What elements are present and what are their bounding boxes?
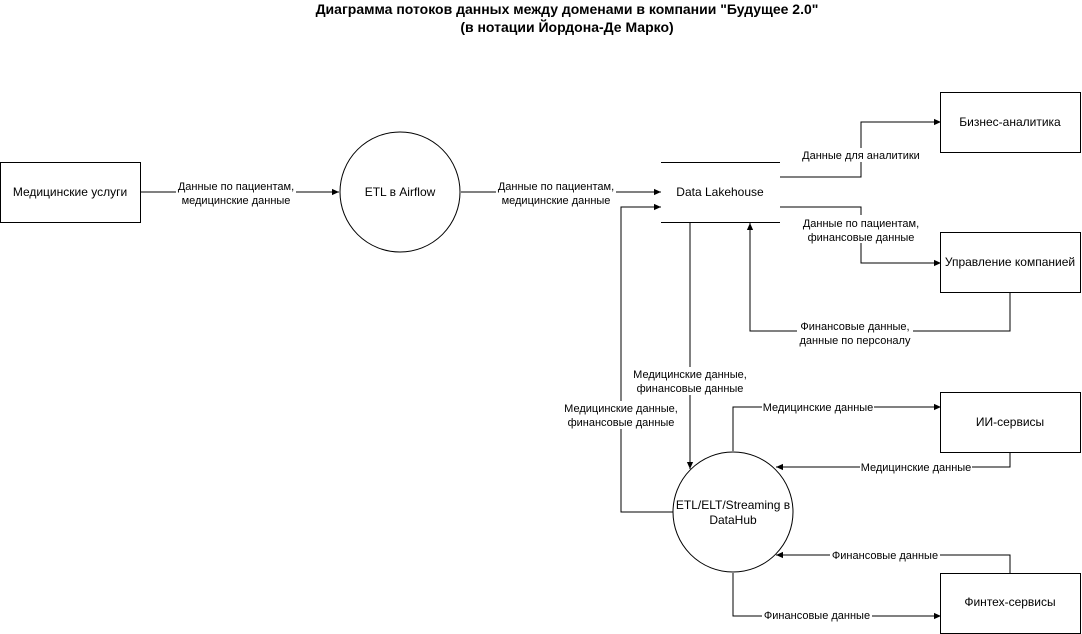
flow-label-datahub-to-fintech: Финансовые данные <box>764 610 870 622</box>
flow-label-lakehouse-to-bi: Данные для аналитики <box>802 150 920 162</box>
flow-label-fintech-to-datahub: Финансовые данные <box>832 550 938 562</box>
flow-label-management-to-lakehouse-1: Финансовые данные, <box>800 321 909 333</box>
entity-ai-services-label: ИИ-сервисы <box>976 415 1044 429</box>
flow-label-datahub-to-lakehouse-1: Медицинские данные, <box>564 403 678 415</box>
entity-company-management[interactable]: Управление компанией <box>940 232 1081 293</box>
diagram-title: Диаграмма потоков данных между доменами … <box>316 1 819 17</box>
entity-business-analytics[interactable]: Бизнес-аналитика <box>940 92 1081 153</box>
process-datahub[interactable]: ETL/ELT/Streaming в DataHub <box>672 451 794 573</box>
process-datahub-label-line1: ETL/ELT/Streaming в <box>676 498 790 512</box>
flow-label-etl-to-lakehouse-1: Данные по пациентам, <box>498 181 614 193</box>
process-datahub-label-line2: DataHub <box>709 513 757 527</box>
entity-medical-services-label: Медицинские услуги <box>13 185 127 199</box>
flow-label-management-to-lakehouse-2: данные по персоналу <box>800 335 911 347</box>
store-data-lakehouse-label: Data Lakehouse <box>676 185 764 199</box>
flow-label-lakehouse-to-datahub-1: Медицинские данные, <box>633 369 747 381</box>
entity-ai-services[interactable]: ИИ-сервисы <box>940 392 1081 453</box>
store-data-lakehouse[interactable]: Data Lakehouse <box>661 162 780 223</box>
flow-ai-to-datahub[interactable] <box>776 453 1011 471</box>
process-etl-airflow[interactable]: ETL в Airflow <box>339 131 461 253</box>
entity-medical-services[interactable]: Медицинские услуги <box>0 162 141 223</box>
flow-label-medical-to-etl-1: Данные по пациентам, <box>178 181 294 193</box>
entity-fintech-services[interactable]: Финтех-сервисы <box>940 573 1081 634</box>
flow-label-datahub-to-lakehouse-2: финансовые данные <box>568 417 675 429</box>
flow-label-ai-to-datahub: Медицинские данные <box>861 462 972 474</box>
flow-label-etl-to-lakehouse-2: медицинские данные <box>502 195 611 207</box>
flow-label-medical-to-etl-2: медицинские данные <box>182 195 291 207</box>
entity-business-analytics-label: Бизнес-аналитика <box>959 115 1061 129</box>
entity-company-management-label: Управление компанией <box>945 255 1075 269</box>
entity-fintech-services-label: Финтех-сервисы <box>964 595 1055 609</box>
process-etl-airflow-label: ETL в Airflow <box>365 185 436 199</box>
flow-label-datahub-to-ai: Медицинские данные <box>763 402 874 414</box>
flow-datahub-to-lakehouse[interactable] <box>620 203 673 513</box>
diagram-subtitle: (в нотации Йордона-Де Марко) <box>460 18 673 35</box>
flow-label-lakehouse-to-datahub-2: финансовые данные <box>637 383 744 395</box>
flow-label-lakehouse-to-management-2: финансовые данные <box>808 232 915 244</box>
flow-label-lakehouse-to-management-1: Данные по пациентам, <box>803 218 919 230</box>
